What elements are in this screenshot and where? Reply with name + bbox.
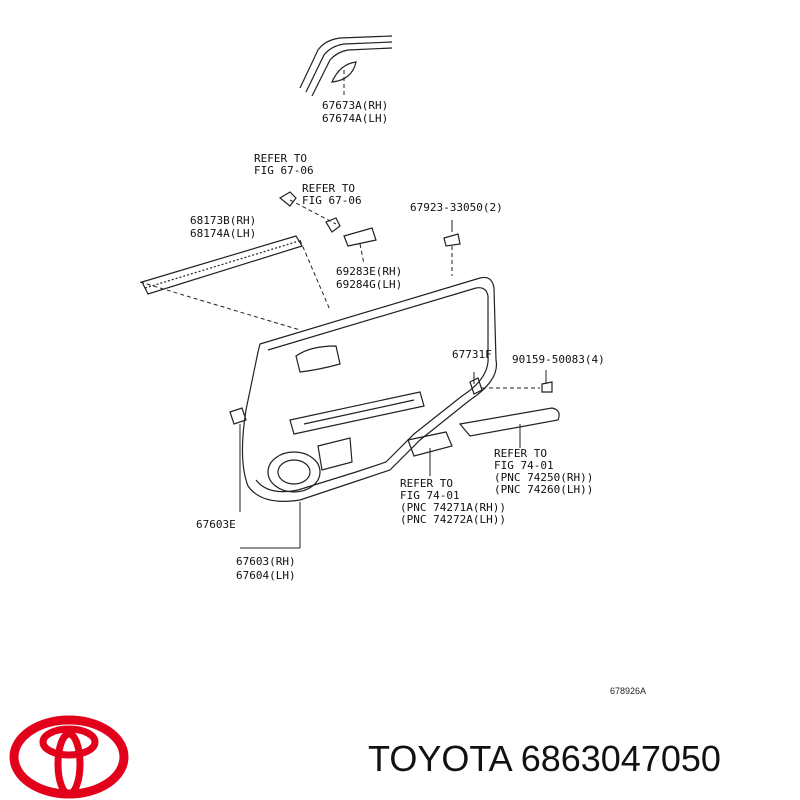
diagram-id: 678926A <box>610 686 647 696</box>
clip-part-2 <box>325 217 341 233</box>
label-handle-lh: 69284G(LH) <box>336 278 403 291</box>
handle-part <box>343 227 377 247</box>
label-clip-side: 67603E <box>196 518 236 531</box>
label-refer-4-line4: (PNC 74272A(LH)) <box>400 513 506 526</box>
label-refer-4-line2: FIG 74-01 <box>400 489 460 502</box>
label-clip-top: 67923-33050(2) <box>410 201 503 214</box>
label-refer-2-line1: REFER TO <box>302 182 355 195</box>
label-molding-lh: 67674A(LH) <box>322 112 389 125</box>
armrest-part <box>458 407 560 437</box>
switch-base-part <box>407 431 453 457</box>
label-refer-4-line1: REFER TO <box>400 477 453 490</box>
label-refer-3-line2: FIG 74-01 <box>494 459 554 472</box>
label-screw: 90159-50083(4) <box>512 353 605 366</box>
weatherstrip-part <box>141 235 303 295</box>
label-refer-4-line3: (PNC 74271A(RH)) <box>400 501 506 514</box>
clip-part-1 <box>278 191 297 207</box>
side-clip-part <box>229 407 247 425</box>
label-refer-3-line4: (PNC 74260(LH)) <box>494 483 594 496</box>
label-refer-1-line1: REFER TO <box>254 152 307 165</box>
label-refer-3-line3: (PNC 74250(RH)) <box>494 471 594 484</box>
screw-part <box>541 381 553 393</box>
toyota-logo-icon <box>9 715 129 799</box>
label-panel-lh: 67604(LH) <box>236 569 296 582</box>
label-weatherstrip-rh: 68173B(RH) <box>190 214 257 227</box>
bracket-part <box>469 377 483 395</box>
clip-part-3 <box>443 233 461 247</box>
door-panel-part <box>241 276 498 502</box>
label-refer-1-line2: FIG 67-06 <box>254 164 314 177</box>
label-panel-rh: 67603(RH) <box>236 555 296 568</box>
brand-part-number: TOYOTA 6863047050 <box>368 738 721 779</box>
label-refer-3-line1: REFER TO <box>494 447 547 460</box>
label-molding-rh: 67673A(RH) <box>322 99 389 112</box>
label-refer-2-line2: FIG 67-06 <box>302 194 362 207</box>
label-handle-rh: 69283E(RH) <box>336 265 403 278</box>
leader-lines <box>139 70 547 549</box>
label-weatherstrip-lh: 68174A(LH) <box>190 227 257 240</box>
window-molding-part <box>299 35 393 97</box>
label-bracket: 67731F <box>452 348 492 361</box>
